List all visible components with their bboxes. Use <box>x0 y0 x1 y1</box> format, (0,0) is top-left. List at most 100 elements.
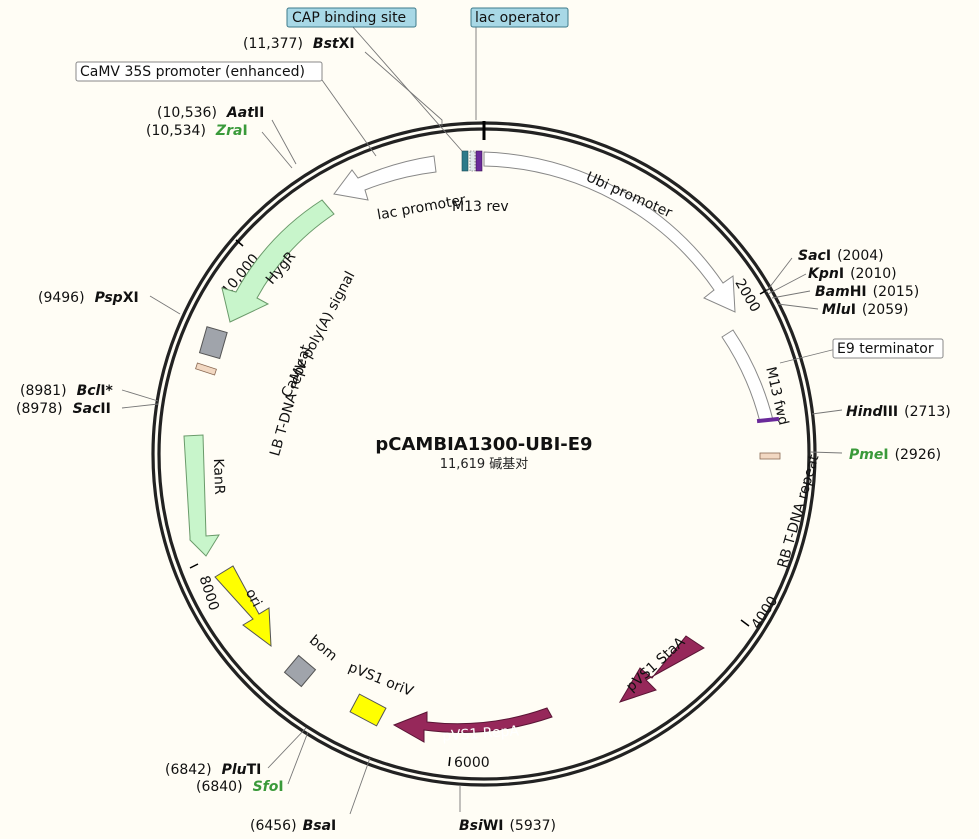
tick-label: 6000 <box>454 755 490 771</box>
callout-e9[interactable]: E9 terminator <box>832 338 944 359</box>
leader-lines <box>121 25 843 815</box>
m13-fwd-primer <box>756 416 780 424</box>
lead-sacii <box>121 403 159 409</box>
lead-camv35s <box>321 79 377 157</box>
kanr-label: KanR <box>210 458 227 495</box>
feature-pvs1-oriv[interactable]: pVS1 oriV <box>346 659 416 727</box>
scale-ticks: 2000 4000 6000 8000 10,000 <box>189 239 781 771</box>
site-bamhi[interactable]: BamHI(2015) <box>815 284 919 300</box>
site-kpni[interactable]: KpnI(2010) <box>808 266 897 282</box>
feature-ori[interactable]: ori <box>214 565 272 648</box>
feature-e9-terminator[interactable]: M13 fwd <box>721 329 791 427</box>
lead-pluti <box>267 727 307 769</box>
hygr-arrow[interactable] <box>221 199 335 323</box>
bom-label: bom <box>306 632 340 664</box>
site-bcli[interactable]: (8981)BclI* <box>20 383 114 399</box>
lead-kpni <box>767 273 807 295</box>
feature-pvs1-repa[interactable]: pVS1 RepA <box>392 707 553 745</box>
m13-rev-label: M13 rev <box>452 199 509 215</box>
lead-aatii <box>271 119 297 165</box>
lac-promoter-arrow[interactable] <box>333 155 437 201</box>
site-hindiii[interactable]: HindIII(2713) <box>846 404 951 420</box>
pvs1-repa-arrow[interactable] <box>392 707 553 743</box>
site-bsiwi[interactable]: BsiWI(5937) <box>459 818 556 834</box>
feature-hygr[interactable]: HygR <box>221 199 335 323</box>
plasmid-size: 11,619 碱基对 <box>440 457 529 472</box>
site-saci[interactable]: SacI(2004) <box>798 248 884 264</box>
site-pmei[interactable]: PmeI(2926) <box>849 447 941 463</box>
bom-box[interactable] <box>283 654 317 688</box>
feature-lac-operator[interactable] <box>469 150 476 172</box>
site-pluti[interactable]: (6842)PluTI <box>165 762 261 778</box>
kanr-arrow[interactable] <box>183 434 220 557</box>
lead-bcli <box>121 389 159 402</box>
lead-saci <box>765 257 793 293</box>
site-sacii[interactable]: (8978)SacII <box>16 401 111 417</box>
tick-mark <box>235 239 244 247</box>
lead-bamhi <box>771 290 811 299</box>
lead-mlui <box>777 303 819 310</box>
camv-35s-label: CaMV 35S promoter (enhanced) <box>80 64 305 80</box>
m13-rev-box[interactable] <box>475 150 483 172</box>
ubi-promoter-arrow[interactable] <box>483 151 736 313</box>
callout-lac-operator[interactable]: lac operator <box>470 7 569 28</box>
lb-tdna-box[interactable] <box>195 362 217 376</box>
pvs1-staa-arrow[interactable] <box>618 635 705 703</box>
callout-camv-35s[interactable]: CaMV 35S promoter (enhanced) <box>75 61 323 82</box>
center-title: pCAMBIA1300-UBI-E9 11,619 碱基对 <box>375 434 592 472</box>
tick-mark <box>740 619 750 627</box>
ubi-promoter-label: Ubi promoter <box>583 169 674 221</box>
ori-label: ori <box>242 586 265 610</box>
callout-cap-site[interactable]: CAP binding site <box>286 7 417 28</box>
site-bstxi[interactable]: (11,377)BstXI <box>243 36 355 52</box>
tick-mark <box>189 563 199 569</box>
feature-kanr[interactable]: KanR <box>183 434 227 557</box>
tick-mark <box>448 756 451 767</box>
lead-sfoi <box>287 731 309 785</box>
callout-box[interactable] <box>75 61 323 82</box>
pvs1-oriv-label: pVS1 oriV <box>346 659 416 700</box>
camv-polya-label: CaMV poly(A) signal <box>278 269 358 401</box>
feature-lac-promoter[interactable]: lac promoter <box>333 155 467 223</box>
lac-operator-box[interactable] <box>469 150 476 172</box>
ori-arrow[interactable] <box>214 565 272 648</box>
feature-rb-tdna[interactable]: RB T-DNA repeat <box>759 452 823 570</box>
lead-hindiii <box>811 409 843 415</box>
lead-zrai <box>261 131 293 169</box>
pvs1-repa-label: pVS1 RepA <box>442 723 520 744</box>
site-bsai[interactable]: (6456)BsaI <box>250 818 336 834</box>
tick-2000: 2000 <box>731 276 770 315</box>
feature-bom[interactable]: bom <box>283 632 341 688</box>
feature-m13-rev[interactable]: M13 rev <box>452 150 509 215</box>
lead-pmei <box>809 451 843 454</box>
site-sfoi[interactable]: (6840)SfoI <box>196 779 284 795</box>
site-mlui[interactable]: MluI(2059) <box>822 302 908 318</box>
lead-bstxi <box>364 51 443 126</box>
site-zrai[interactable]: (10,534)ZraI <box>146 123 248 139</box>
camv-polya-box[interactable] <box>198 326 228 360</box>
feature-cap-site[interactable] <box>461 150 469 172</box>
cap-site-label: CAP binding site <box>292 10 406 26</box>
callout-box[interactable] <box>286 7 417 28</box>
callout-box[interactable] <box>470 7 569 28</box>
tick-6000: 6000 <box>448 755 490 771</box>
lead-e9 <box>779 348 837 364</box>
callouts: CAP binding site lac operator CaMV 35S p… <box>75 7 944 359</box>
lac-operator-label: lac operator <box>475 10 560 26</box>
feature-ubi-promoter[interactable]: Ubi promoter <box>483 151 736 313</box>
cap-site-box[interactable] <box>461 150 469 172</box>
tick-label: 4000 <box>748 593 781 632</box>
lead-bsai <box>349 757 371 815</box>
backbone <box>151 121 817 787</box>
site-pspxi[interactable]: (9496)PspXI <box>38 290 139 306</box>
site-aatii[interactable]: (10,536)AatII <box>157 105 264 121</box>
restriction-sites: SacI(2004) KpnI(2010) BamHI(2015) MluI(2… <box>16 36 951 834</box>
lead-pspxi <box>149 295 181 315</box>
rb-tdna-box[interactable] <box>759 452 781 460</box>
pvs1-staa-label: pVS1 StaA <box>623 634 688 695</box>
feature-pvs1-staa[interactable]: pVS1 StaA <box>618 634 705 703</box>
pvs1-oriv-box[interactable] <box>349 693 387 727</box>
e9-terminator-label: E9 terminator <box>837 341 934 357</box>
callout-box[interactable] <box>832 338 944 359</box>
